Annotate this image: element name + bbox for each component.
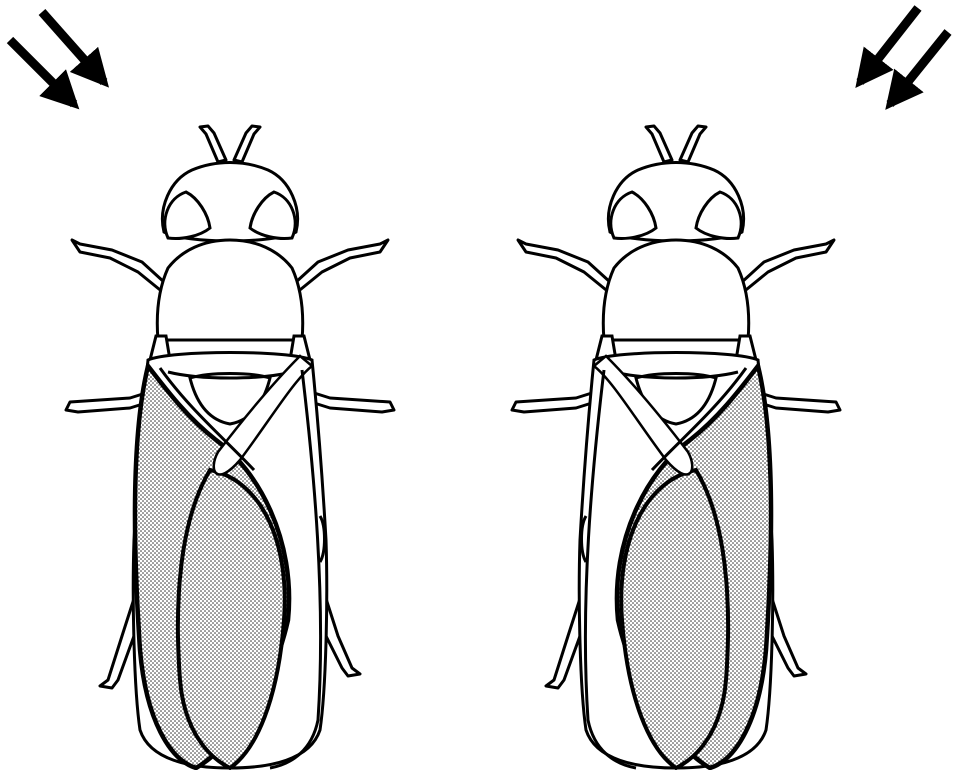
fly-icon [66,126,394,768]
left-panel [10,12,394,768]
light-arrows-upper-left [10,12,104,104]
arrow-icon [42,12,104,82]
light-arrows-upper-right [860,8,948,104]
arrow-icon [890,32,948,104]
right-panel [512,8,948,768]
arrow-icon [860,8,918,82]
fly-icon [512,126,840,768]
arrow-icon [10,40,74,104]
